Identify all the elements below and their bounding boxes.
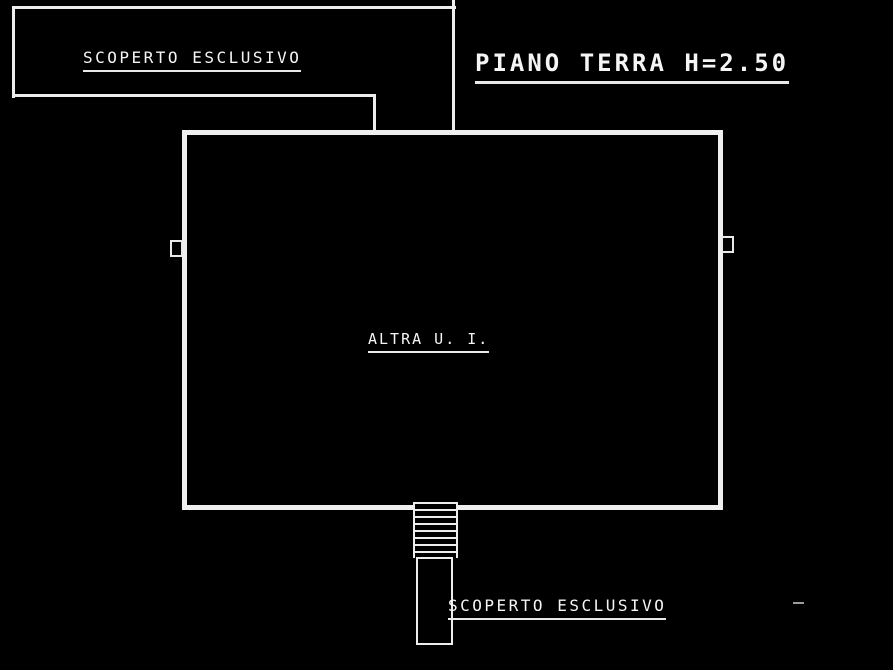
wall-notch-left (170, 240, 183, 257)
courtyard-top-label-text: SCOPERTO ESCLUSIVO (83, 48, 302, 72)
wall-notch-right (721, 236, 734, 253)
courtyard-passage-left-wall (373, 94, 376, 136)
room-label: ALTRA U. I. (368, 330, 490, 353)
plan-title: PIANO TERRA H=2.50 (475, 49, 790, 84)
courtyard-bottom-label-text: SCOPERTO ESCLUSIVO (448, 596, 667, 620)
courtyard-outline-left (12, 6, 15, 98)
stray-mark (793, 602, 804, 604)
walkway-outline (416, 557, 453, 645)
main-building-outline (182, 130, 723, 510)
courtyard-top-label: SCOPERTO ESCLUSIVO (83, 48, 302, 72)
courtyard-outline-bottom (12, 94, 376, 97)
courtyard-bottom-label: SCOPERTO ESCLUSIVO (448, 596, 667, 620)
plan-title-text: PIANO TERRA H=2.50 (475, 49, 790, 84)
courtyard-outline-top (12, 6, 456, 9)
staircase-symbol (413, 502, 458, 558)
courtyard-passage-right-wall (452, 0, 455, 136)
room-label-text: ALTRA U. I. (368, 330, 490, 353)
